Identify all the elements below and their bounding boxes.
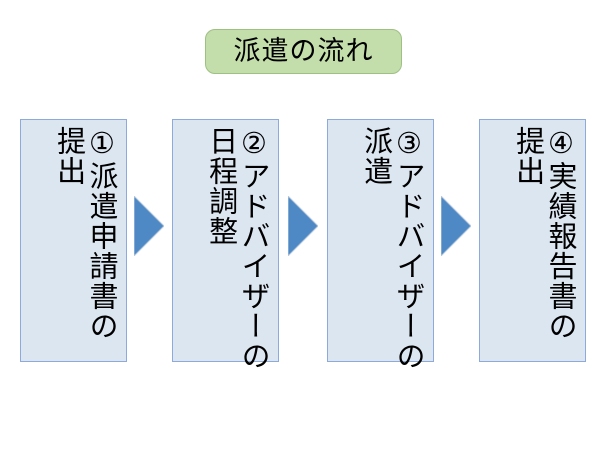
flow-step-3-column-primary: ③アドバイザーの [392,126,426,371]
flow-step-3-column-secondary: 派遣 [359,126,394,186]
flow-step-4-column-primary: ④実績報告書の [544,126,578,341]
page-title: 派遣の流れ [233,36,374,67]
flow-step-2-column-secondary: 日程調整 [204,126,239,246]
flow-step-2: ②アドバイザーの 日程調整 [172,119,279,371]
arrow-right-icon-2 [288,196,318,256]
flow-step-1-text: ①派遣申請書の 提出 [21,126,126,361]
flow-step-1: ①派遣申請書の 提出 [20,119,127,362]
flow-step-3-text: ③アドバイザーの 派遣 [328,126,433,371]
flow-step-1-column-primary: ①派遣申請書の [85,126,119,341]
flow-step-4-column-secondary: 提出 [511,126,546,186]
flow-step-4-text: ④実績報告書の 提出 [480,126,585,361]
flow-step-3: ③アドバイザーの 派遣 [327,119,434,371]
flow-step-2-column-primary: ②アドバイザーの [237,126,271,371]
flow-step-2-text: ②アドバイザーの 日程調整 [173,126,278,371]
diagram-title-box: 派遣の流れ [205,29,402,74]
arrow-right-icon-3 [441,196,471,256]
arrow-right-icon-1 [134,196,164,256]
flow-step-1-column-secondary: 提出 [52,126,87,186]
flow-step-4: ④実績報告書の 提出 [479,119,586,362]
